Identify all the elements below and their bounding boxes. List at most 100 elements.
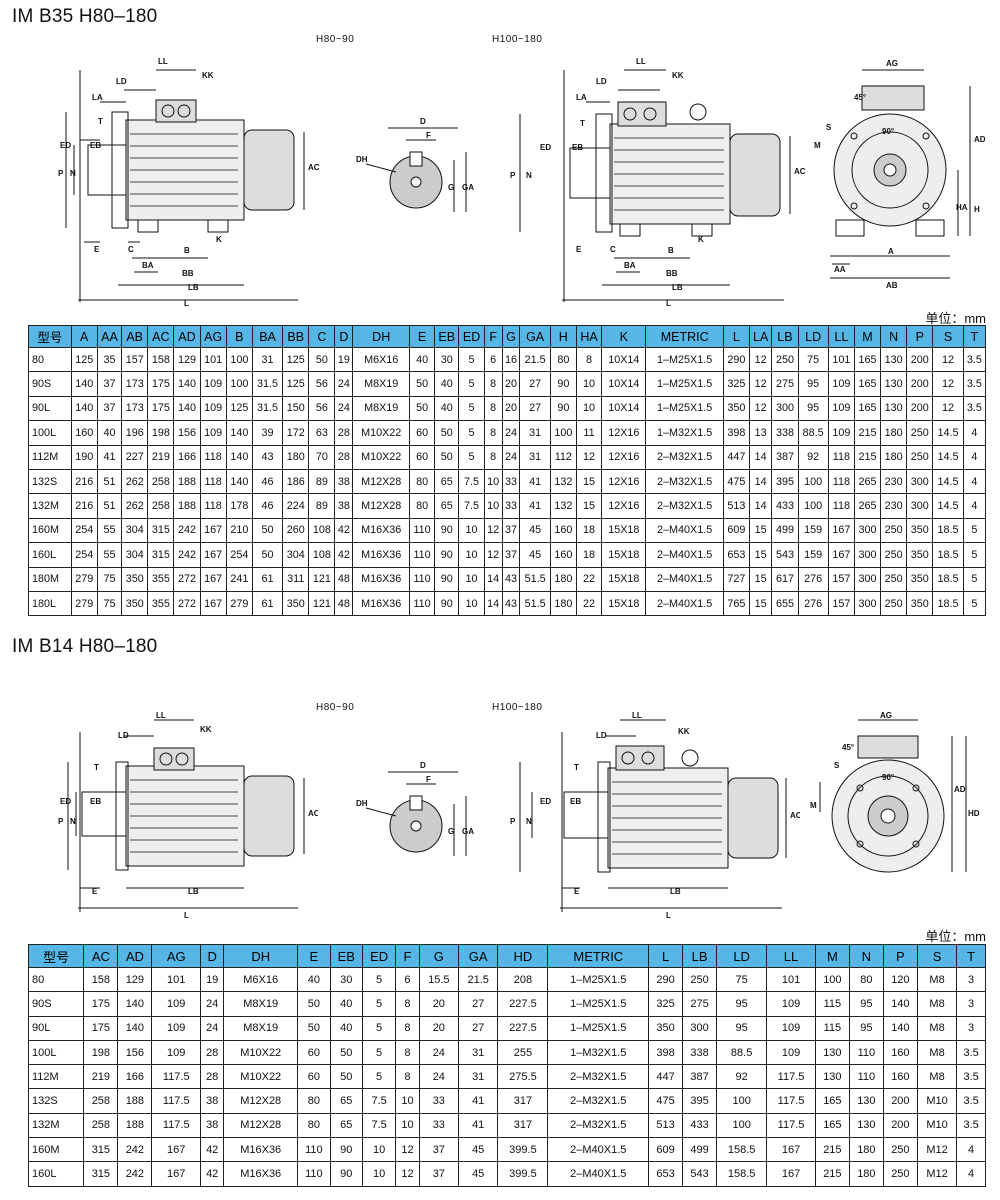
dim-AC-3: AC bbox=[308, 809, 318, 818]
table-cell: 100 bbox=[549, 420, 577, 446]
table-cell: 15X18 bbox=[601, 517, 647, 544]
table-cell: 51 bbox=[96, 493, 123, 519]
column-header: ED bbox=[361, 944, 397, 968]
table-cell: 108 bbox=[308, 542, 336, 568]
table-cell: 22 bbox=[575, 590, 603, 617]
table-cell: 276 bbox=[797, 590, 829, 617]
table-cell: 31 bbox=[251, 346, 284, 373]
table-cell: 89 bbox=[308, 493, 336, 519]
dim-AA: AA bbox=[834, 265, 846, 274]
table-cell: 254 bbox=[225, 542, 253, 568]
column-header: AA bbox=[96, 325, 123, 348]
table-cell: 159 bbox=[797, 517, 829, 544]
table-cell: 4 bbox=[962, 444, 987, 470]
dim-L-2: L bbox=[666, 299, 671, 308]
table-cell: 272 bbox=[173, 590, 201, 617]
table-cell: 5 bbox=[361, 1039, 397, 1066]
table-cell: 40 bbox=[409, 346, 436, 373]
table-cell: 475 bbox=[722, 468, 750, 495]
dim-LD: LD bbox=[116, 77, 127, 86]
table-cell: 15 bbox=[748, 590, 773, 617]
table-cell: 95 bbox=[848, 1015, 884, 1041]
table-cell: 617 bbox=[771, 566, 799, 592]
dim-ED-4: ED bbox=[540, 797, 551, 806]
table-cell: 200 bbox=[882, 1112, 918, 1139]
table-cell: M10X22 bbox=[352, 420, 411, 446]
table-cell: 300 bbox=[906, 468, 934, 495]
table-cell: M8 bbox=[916, 1039, 958, 1066]
table-cell: 50 bbox=[409, 395, 436, 422]
dim-T-2: T bbox=[580, 119, 585, 128]
table-cell: 100 bbox=[716, 1112, 768, 1139]
dim-P-3: P bbox=[58, 817, 64, 826]
table-cell: 19 bbox=[200, 966, 225, 993]
column-header: S bbox=[916, 944, 958, 968]
table-cell: 112 bbox=[549, 444, 577, 470]
table-cell: 50 bbox=[329, 1064, 363, 1090]
table-cell: 13 bbox=[748, 420, 773, 446]
column-header: HA bbox=[575, 325, 603, 348]
table-cell: 28 bbox=[334, 420, 354, 446]
column-header: LD bbox=[716, 944, 768, 968]
table-cell: 165 bbox=[853, 395, 882, 422]
table-cell: 5 bbox=[458, 395, 485, 422]
table-cell: 7.5 bbox=[458, 468, 485, 495]
table-cell: 125 bbox=[70, 346, 98, 373]
table-cell: 28 bbox=[200, 1039, 225, 1066]
column-header: N bbox=[880, 325, 908, 348]
table-cell: 175 bbox=[83, 991, 119, 1017]
table-cell: M8 bbox=[916, 966, 958, 993]
table-cell: 655 bbox=[771, 590, 799, 617]
table-cell: 175 bbox=[147, 371, 175, 397]
table-cell: 140 bbox=[225, 420, 253, 446]
table-cell: 3.5 bbox=[956, 1088, 986, 1114]
dim-L: L bbox=[184, 299, 189, 308]
dim-E: E bbox=[94, 245, 100, 254]
dim-KK-3: KK bbox=[200, 725, 212, 734]
dim-GA-2: GA bbox=[462, 827, 474, 836]
table-cell: 63 bbox=[308, 420, 336, 446]
table-cell: 38 bbox=[200, 1088, 225, 1114]
table-cell: 108 bbox=[308, 517, 336, 544]
motor-side-view-b14-small: LL KK LD T ED EB P N AC E LB L bbox=[58, 712, 318, 920]
table-cell: 28 bbox=[334, 444, 354, 470]
table-cell: 31.5 bbox=[251, 371, 284, 397]
table-cell: 198 bbox=[83, 1039, 119, 1066]
table-cell: 10 bbox=[361, 1161, 397, 1187]
table-cell: 132S bbox=[27, 1088, 85, 1114]
table-cell: 188 bbox=[173, 493, 201, 519]
table-cell: 12 bbox=[395, 1161, 420, 1187]
table-cell: 125 bbox=[282, 371, 310, 397]
table-cell: 100 bbox=[797, 493, 829, 519]
angle-90: 90° bbox=[882, 127, 894, 136]
table-cell: 43 bbox=[501, 590, 521, 617]
table-cell: 216 bbox=[70, 493, 98, 519]
table-cell: 158 bbox=[147, 346, 175, 373]
table-cell: 51.5 bbox=[519, 566, 551, 592]
table-cell: 275 bbox=[682, 991, 718, 1017]
table-cell: 10 bbox=[575, 371, 603, 397]
table-cell: 5 bbox=[361, 1064, 397, 1090]
table-cell: 167 bbox=[151, 1137, 202, 1163]
table-cell: 10 bbox=[458, 566, 485, 592]
table-cell: 325 bbox=[648, 991, 684, 1017]
table-cell: 60 bbox=[297, 1039, 331, 1066]
table-cell: 250 bbox=[682, 966, 718, 993]
table-cell: 33 bbox=[418, 1112, 460, 1139]
dim-BB-2: BB bbox=[666, 269, 678, 278]
dim-HA-front: HA bbox=[956, 203, 968, 212]
table-cell: 165 bbox=[853, 371, 882, 397]
table-cell: 325 bbox=[722, 371, 750, 397]
table-cell: 12 bbox=[575, 444, 603, 470]
table-cell: 175 bbox=[83, 1015, 119, 1041]
table-cell: M16X36 bbox=[352, 517, 411, 544]
table-cell: 15X18 bbox=[601, 590, 647, 617]
table-cell: 5 bbox=[962, 517, 987, 544]
table-cell: 101 bbox=[827, 346, 855, 373]
table-cell: 95 bbox=[848, 991, 884, 1017]
